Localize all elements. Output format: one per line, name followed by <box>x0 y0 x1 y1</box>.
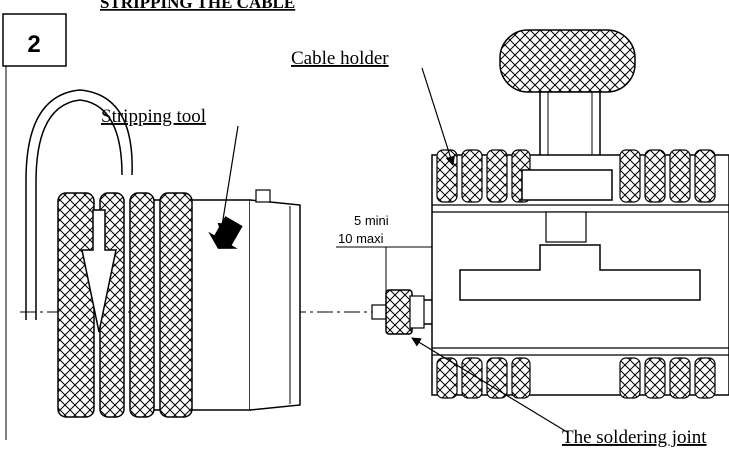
step-number: 2 <box>27 31 40 58</box>
leader-soldering-joint <box>411 337 568 433</box>
leader-stripping-tool <box>217 125 239 233</box>
label-cable-holder: Cable holder <box>291 48 389 69</box>
leader-cable-holder <box>421 67 455 166</box>
label-stripping-tool: Stripping tool <box>101 106 206 127</box>
cable-holder <box>431 29 729 399</box>
knob <box>499 29 636 93</box>
rotation-arrow-inner <box>35 99 123 320</box>
direction-arrow <box>81 209 117 333</box>
dimension-callout: 5 mini 10 maxi <box>336 213 433 300</box>
step-box: 2 <box>2 13 67 67</box>
dimension-max: 10 maxi <box>338 231 384 246</box>
knurled-ring-4 <box>159 192 193 418</box>
stripping-tool <box>25 89 301 418</box>
label-soldering-joint: The soldering joint <box>562 427 707 448</box>
page-title: STRIPPING THE CABLE <box>100 0 295 12</box>
dimension-min: 5 mini <box>354 213 389 228</box>
knurled-ring-1 <box>57 192 95 418</box>
rotation-arrow-outer <box>25 89 133 320</box>
knurled-ring-3 <box>129 192 155 418</box>
